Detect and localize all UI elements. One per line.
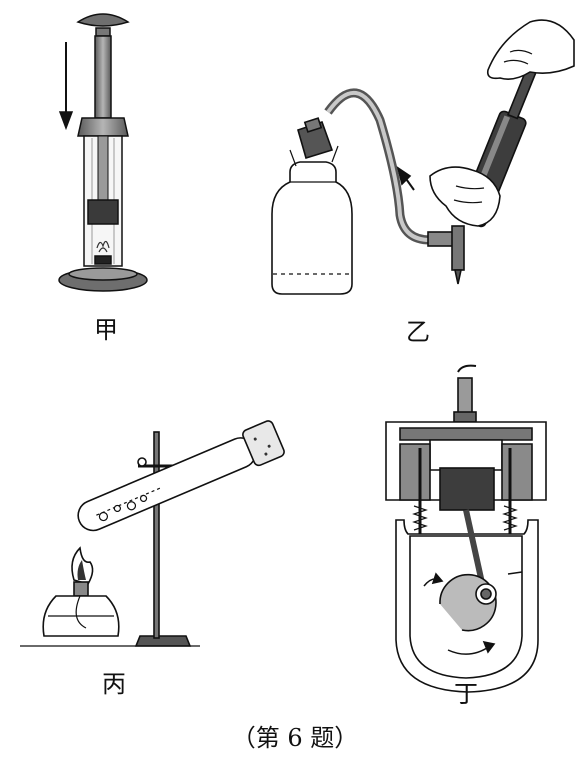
label-ding: 丁 (454, 680, 478, 708)
yi-lower-hand (429, 166, 501, 227)
apparatus-yi (271, 19, 575, 295)
label-yi: 乙 (406, 318, 430, 346)
ding-piston (439, 467, 495, 511)
jia-rod (94, 35, 112, 119)
label-jia: 甲 (94, 316, 118, 344)
bing-cork (242, 420, 285, 467)
jia-top-cap (76, 13, 130, 27)
yi-upper-hand (486, 19, 575, 80)
apparatus-ding (385, 364, 547, 693)
yi-valve (427, 231, 455, 247)
ding-spark-plug (457, 377, 473, 415)
label-bing: 丙 (102, 670, 126, 698)
apparatus-jia (58, 13, 148, 292)
apparatus-bing (20, 420, 285, 647)
jia-piston (87, 199, 119, 225)
jia-cotton (94, 255, 112, 265)
yi-bottle (271, 161, 353, 295)
bing-stand-rod (153, 431, 160, 639)
bing-test-tube (77, 420, 285, 532)
bing-stand-base (134, 635, 192, 647)
jia-collar (77, 117, 129, 137)
bing-lamp-wick (73, 581, 89, 597)
figure-caption: （第 6 题） (231, 724, 359, 752)
